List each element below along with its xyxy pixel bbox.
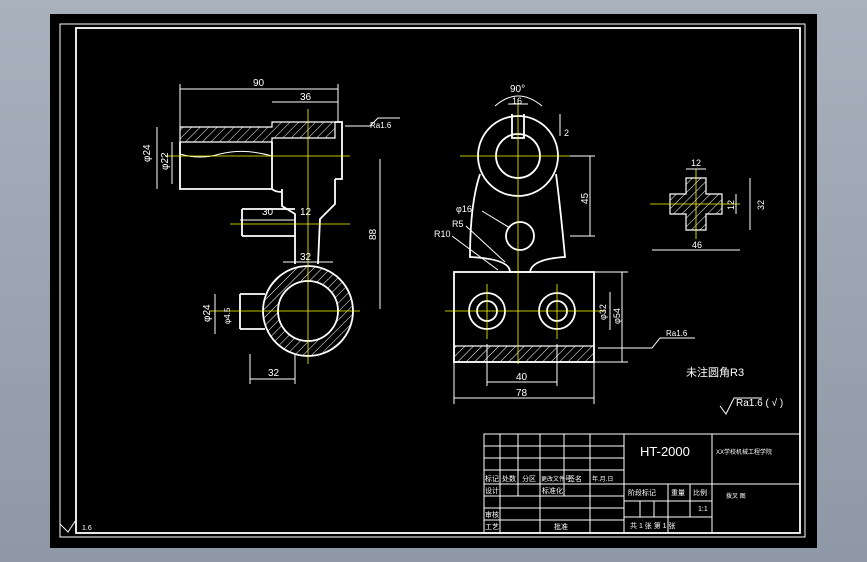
dim-36: 36 <box>300 92 312 103</box>
row-approve: 批准 <box>554 522 568 531</box>
dim-78: 78 <box>516 388 528 399</box>
row-review: 审核 <box>485 510 499 519</box>
dim-12: 12 <box>300 207 312 218</box>
outer-frame <box>59 23 806 538</box>
sheet-count: 共 1 张 第 1 张 <box>630 521 676 530</box>
title-block: HT-2000 XX学校机械工程学院 拨叉 图 标记 处数 分区 更改文件号 签… <box>483 433 801 534</box>
left-boss <box>179 142 272 190</box>
hdr-2: 分区 <box>522 474 536 483</box>
dim-r10: R10 <box>434 229 451 239</box>
hdr-0: 标记 <box>485 474 499 483</box>
base-hatch <box>453 345 595 363</box>
hdr-1: 处数 <box>502 474 516 483</box>
dim-2: 2 <box>564 128 569 138</box>
material: HT-2000 <box>640 444 690 459</box>
leader-r10 <box>451 235 499 271</box>
row-design: 设计 <box>485 486 499 495</box>
dim-32-bottom: 32 <box>268 368 280 379</box>
dim-phi24: φ24 <box>142 144 153 162</box>
scale-value: 1:1 <box>698 506 708 513</box>
dim-phi24-bottom: φ24 <box>202 304 213 322</box>
side-view: 90° 16 2 45 φ16 R5 R10 φ32 φ54 Ra1.6 40 … <box>434 84 695 404</box>
dim-r5: R5 <box>452 219 464 229</box>
drawing-canvas[interactable]: 90 36 Ra1.6 φ24 φ22 30 12 88 32 φ24 φ4.5… <box>50 14 817 548</box>
side-hole-16 <box>505 221 535 251</box>
hdr-5: 年.月.日 <box>592 475 613 483</box>
side-rib <box>241 208 295 237</box>
weight-label: 重量 <box>671 489 685 497</box>
school-name: XX学校机械工程学院 <box>716 448 772 456</box>
sec-dim-32: 32 <box>756 200 766 210</box>
dim-40: 40 <box>516 372 528 383</box>
scale-label: 比例 <box>693 488 707 497</box>
leader-phi16 <box>481 210 511 229</box>
dim-phi16: φ16 <box>456 204 472 214</box>
part-name: 拨叉 图 <box>726 492 746 500</box>
dim-phi4: φ4.5 <box>223 307 232 324</box>
ra-top: Ra1.6 <box>370 121 392 130</box>
note-roughness: Ra1.6 ( √ ) <box>736 397 783 409</box>
angle-arc <box>494 95 543 107</box>
drawing-svg: 90 36 Ra1.6 φ24 φ22 30 12 88 32 φ24 φ4.5… <box>59 23 806 538</box>
roughness-symbol <box>719 397 762 415</box>
bottom-side-boss <box>239 293 265 330</box>
hub-link <box>271 142 283 193</box>
sec-dim-12-top: 12 <box>691 158 701 168</box>
dim-30: 30 <box>262 207 274 218</box>
ra-side: Ra1.6 <box>666 329 688 338</box>
inner-frame <box>75 27 801 534</box>
dim-16-top: 16 <box>512 96 522 106</box>
front-view: 90 36 Ra1.6 φ24 φ22 30 12 88 32 φ24 φ4.5… <box>142 78 400 384</box>
ra-leader-top <box>345 117 400 127</box>
dim-88: 88 <box>368 228 379 240</box>
note-fillet: 未注圆角R3 <box>686 365 744 379</box>
row-standard: 标准化 <box>542 486 563 495</box>
break-line <box>179 150 273 158</box>
stem-left <box>281 189 296 264</box>
hdr-3: 更改文件号 <box>541 475 571 483</box>
dim-45: 45 <box>580 192 591 204</box>
corner-ra-symbol <box>59 519 77 533</box>
corner-ra: 1.6 <box>82 525 92 532</box>
stage-label: 阶段标记 <box>628 488 656 497</box>
dim-phi54: φ54 <box>612 308 622 324</box>
dim-90: 90 <box>253 78 265 89</box>
ra-leader-side <box>598 337 695 349</box>
dim-phi32: φ32 <box>598 304 608 320</box>
sec-dim-46: 46 <box>692 240 702 250</box>
row-process: 工艺 <box>485 523 499 531</box>
dim-32-mid: 32 <box>300 252 312 263</box>
dim-phi22: φ22 <box>160 152 171 170</box>
sec-dim-12-side: 12 <box>726 200 736 210</box>
top-arm-section <box>179 121 336 143</box>
section-view: 12 12 32 46 <box>650 158 766 251</box>
hdr-4: 签名 <box>568 474 582 483</box>
dim-angle: 90° <box>510 84 525 95</box>
stem-right <box>317 179 336 265</box>
right-hub <box>335 121 343 180</box>
leader-r5 <box>465 225 506 263</box>
